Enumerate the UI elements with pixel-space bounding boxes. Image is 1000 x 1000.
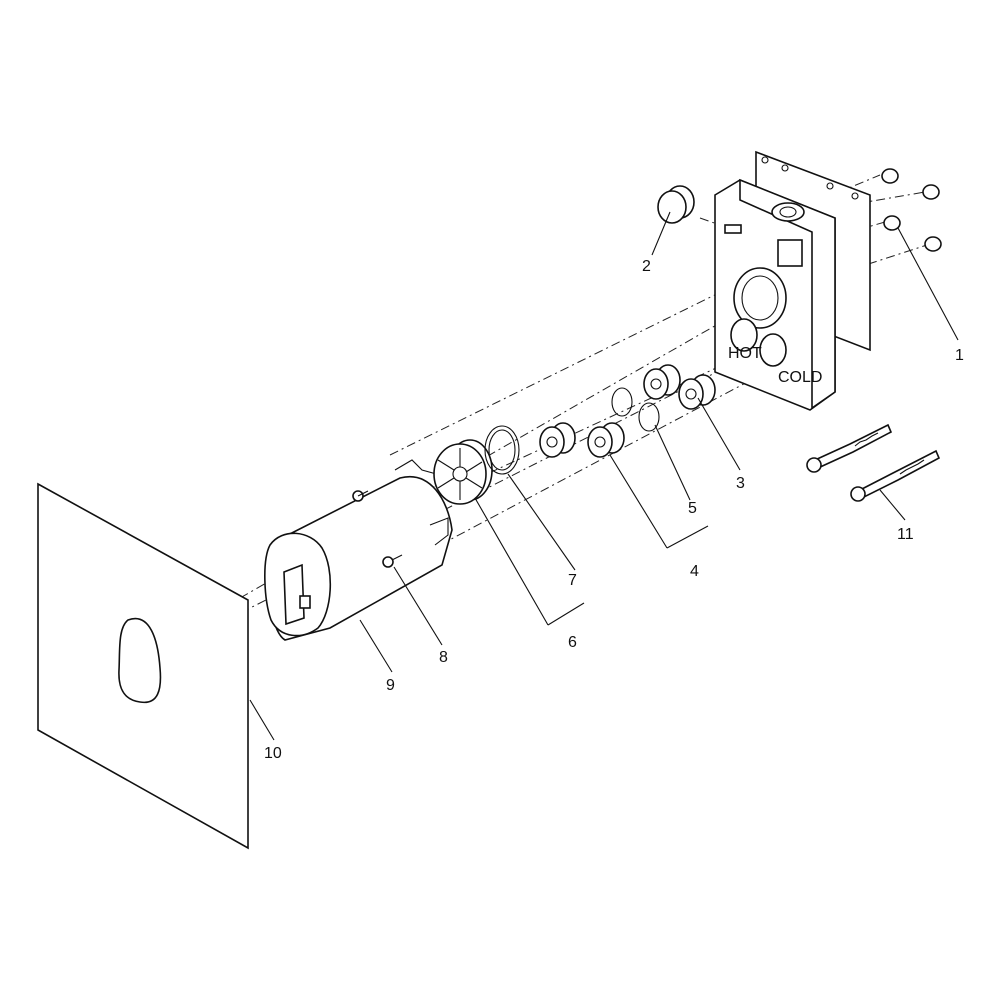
adapter-wheel: [433, 439, 493, 505]
callout-10: 10: [264, 745, 282, 762]
callout-7: 7: [568, 572, 577, 589]
cover-plate: [37, 482, 249, 850]
housing-cold-label: COLD: [778, 369, 822, 386]
wall-anchors: [806, 423, 941, 502]
mounting-nuts: [881, 168, 942, 252]
check-valve-upper-right: [678, 374, 716, 410]
callout-11: 11: [897, 526, 914, 543]
callout-9: 9: [386, 677, 395, 694]
check-valve-lower-right: [587, 422, 625, 458]
large-o-ring: [484, 425, 520, 475]
small-o-rings: [611, 387, 660, 432]
leader-lines: [249, 211, 959, 741]
callout-1: 1: [955, 347, 964, 364]
callout-6: 6: [568, 634, 577, 651]
check-valve-upper-left: [643, 364, 681, 400]
callout-8: 8: [439, 649, 448, 666]
thermostatic-cartridge-body: [264, 459, 453, 641]
rough-in-housing: HOT COLD: [714, 150, 871, 411]
callout-numbers: 1 2 3 4 5 6 7 8 9 10 11: [264, 258, 964, 762]
plug-cap: [657, 185, 695, 224]
screw-part-8: [382, 554, 403, 568]
callout-4: 4: [690, 563, 699, 580]
check-valve-lower-left: [539, 422, 576, 458]
callout-2: 2: [642, 258, 651, 275]
callout-5: 5: [688, 500, 697, 517]
callout-3: 3: [736, 475, 745, 492]
housing-hot-label: HOT: [728, 345, 762, 362]
